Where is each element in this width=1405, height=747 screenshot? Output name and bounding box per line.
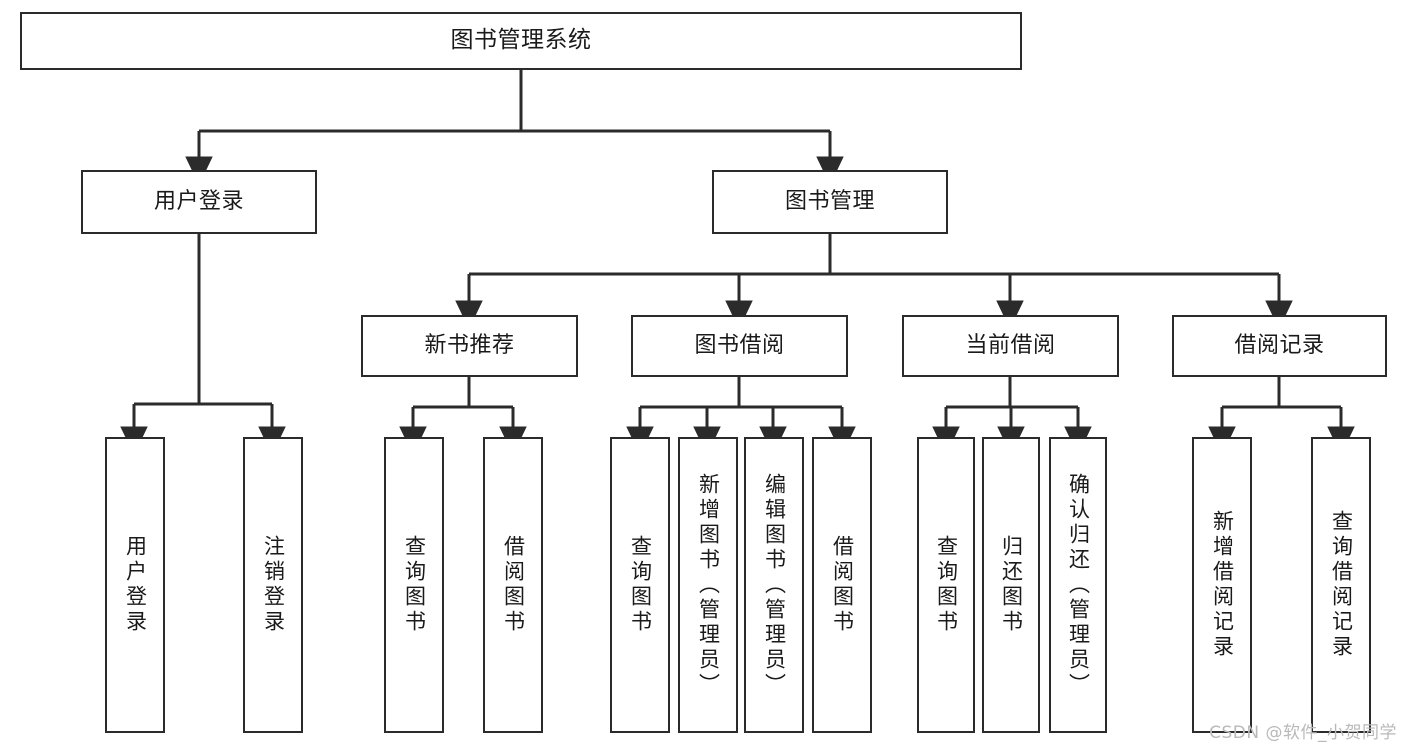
leaf-query-book-newbook[interactable]: 查询图书 (384, 437, 444, 733)
leaf-logout[interactable]: 注销登录 (243, 437, 303, 733)
leaf-query-borrow-record[interactable]: 查询借阅记录 (1311, 437, 1371, 733)
leaf-edit-book-admin[interactable]: 编辑图书（管理员） (744, 437, 804, 733)
leaf-add-borrow-record[interactable]: 新增借阅记录 (1192, 437, 1252, 733)
node-label: 查询借阅记录 (1329, 510, 1354, 660)
node-label: 图书管理系统 (450, 27, 592, 54)
node-label: 查询图书 (628, 535, 653, 635)
csdn-watermark: CSDN @软件_小贺同学 (1209, 723, 1397, 743)
node-label: 图书借阅 (694, 332, 785, 358)
node-label: 借阅图书 (830, 535, 855, 635)
leaf-query-book-current[interactable]: 查询图书 (917, 437, 975, 733)
node-label: 查询图书 (402, 535, 427, 635)
node-label: 注销登录 (261, 535, 286, 635)
node-label: 新增图书（管理员） (696, 472, 721, 698)
leaf-borrow-book[interactable]: 借阅图书 (812, 437, 872, 733)
node-new-book-recommend[interactable]: 新书推荐 (361, 315, 578, 377)
node-root-system[interactable]: 图书管理系统 (20, 12, 1022, 70)
node-current-borrow[interactable]: 当前借阅 (902, 315, 1119, 377)
node-user-login[interactable]: 用户登录 (81, 170, 317, 234)
node-label: 用户登录 (123, 535, 148, 635)
node-label: 新增借阅记录 (1210, 510, 1235, 660)
leaf-confirm-return-admin[interactable]: 确认归还（管理员） (1049, 437, 1107, 733)
node-label: 查询图书 (934, 535, 959, 635)
node-book-borrow[interactable]: 图书借阅 (631, 315, 848, 377)
leaf-return-book[interactable]: 归还图书 (982, 437, 1040, 733)
node-label: 图书管理 (784, 188, 875, 214)
node-label: 归还图书 (999, 535, 1024, 635)
node-label: 当前借阅 (965, 332, 1056, 358)
leaf-query-book-borrow[interactable]: 查询图书 (610, 437, 670, 733)
leaf-borrow-book-newbook[interactable]: 借阅图书 (483, 437, 543, 733)
node-borrow-record[interactable]: 借阅记录 (1172, 315, 1387, 377)
node-label: 确认归还（管理员） (1066, 472, 1091, 698)
node-label: 编辑图书（管理员） (762, 472, 787, 698)
leaf-user-login[interactable]: 用户登录 (105, 437, 165, 733)
node-book-management[interactable]: 图书管理 (712, 170, 948, 234)
node-label: 借阅图书 (501, 535, 526, 635)
node-label: 用户登录 (153, 188, 244, 214)
leaf-add-book-admin[interactable]: 新增图书（管理员） (678, 437, 738, 733)
node-label: 借阅记录 (1234, 332, 1325, 358)
node-label: 新书推荐 (424, 332, 515, 358)
